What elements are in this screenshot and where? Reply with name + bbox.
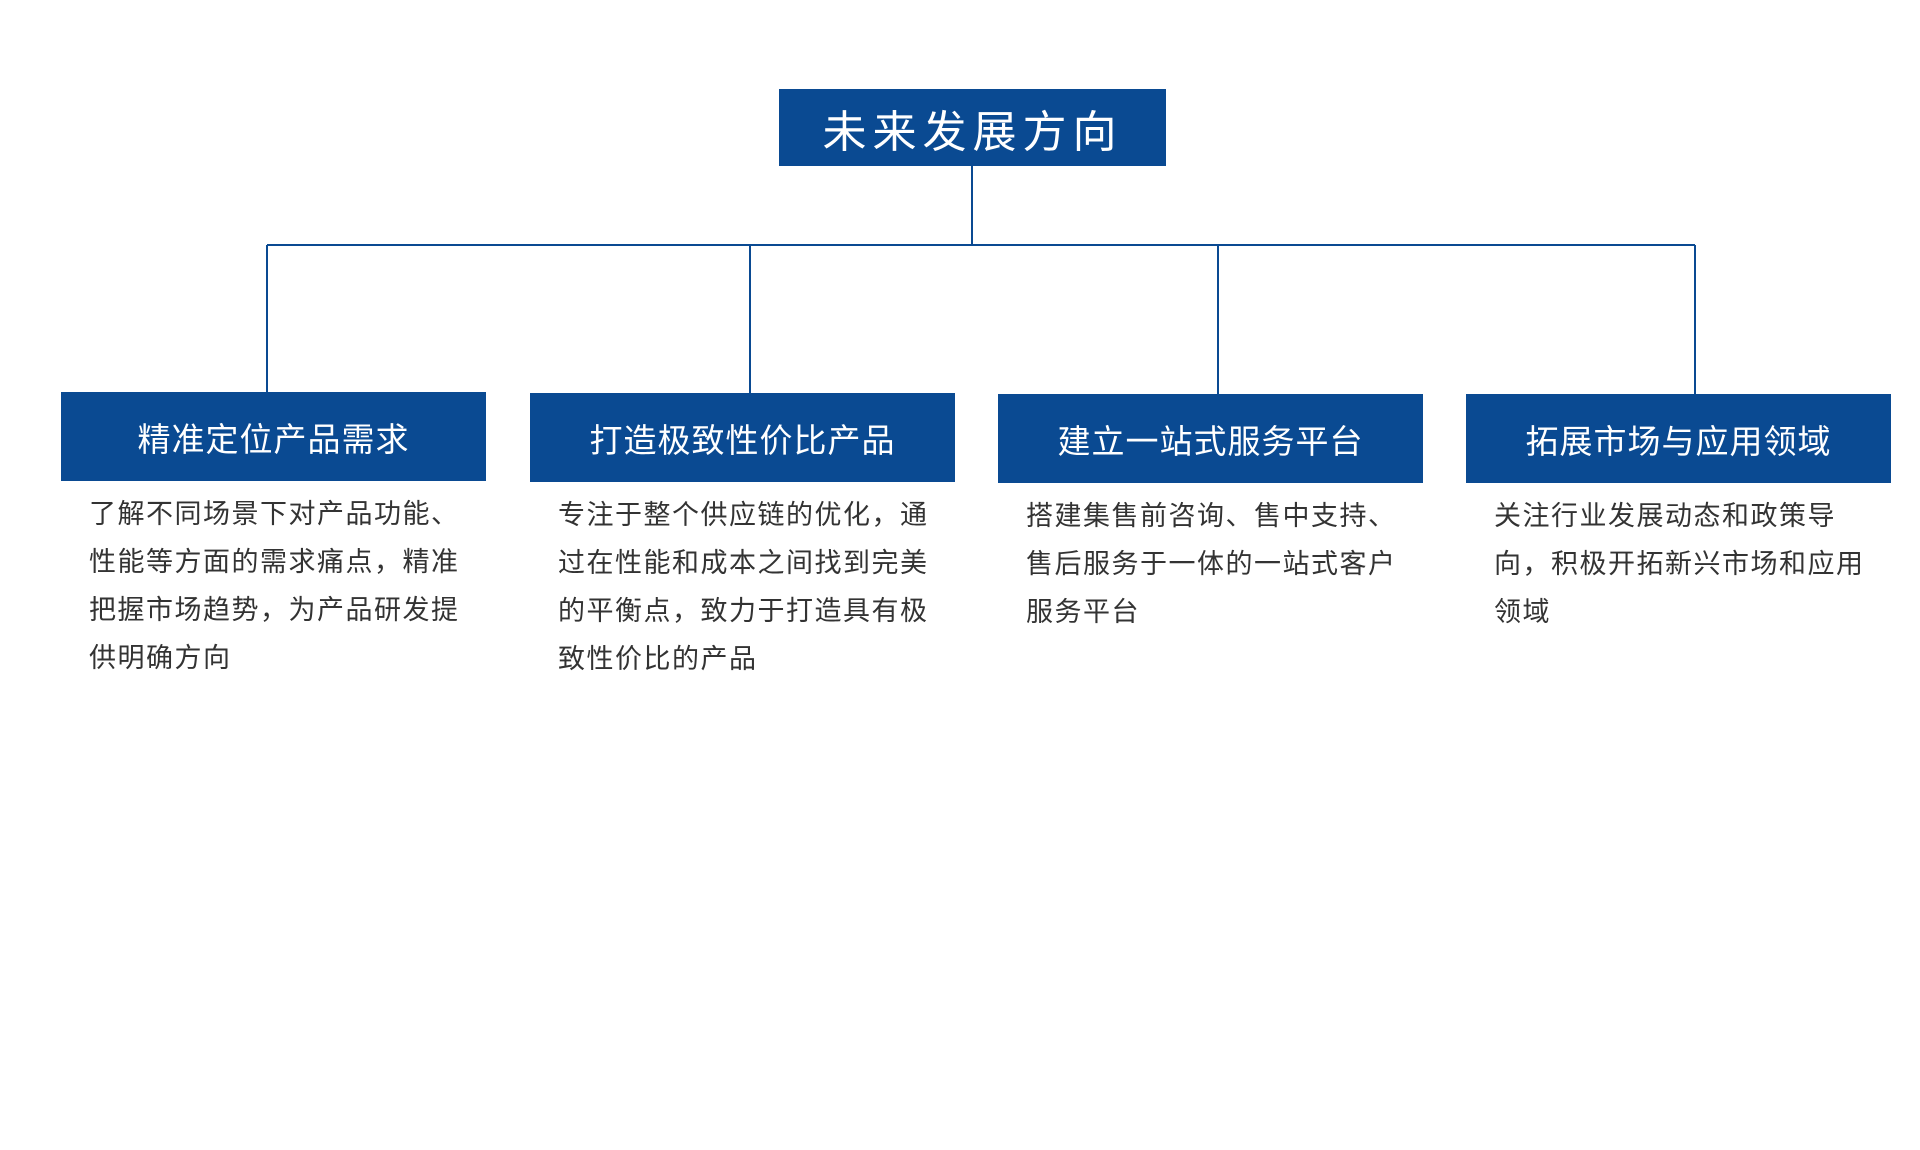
branch-one-stop-service: 建立一站式服务平台 搭建集售前咨询、售中支持、售后服务于一体的一站式客户服务平台 <box>998 394 1423 637</box>
branch-description: 专注于整个供应链的优化，通过在性能和成本之间找到完美的平衡点，致力于打造具有极致… <box>558 500 929 675</box>
branch-title-box: 打造极致性价比产品 <box>530 393 955 482</box>
branch-title: 建立一站式服务平台 <box>1057 421 1364 461</box>
branch-title: 打造极致性价比产品 <box>589 420 896 460</box>
branch-title-box: 精准定位产品需求 <box>61 392 486 481</box>
branch-description: 关注行业发展动态和政策导向，积极开拓新兴市场和应用领域 <box>1494 501 1865 628</box>
branch-title: 精准定位产品需求 <box>137 419 410 459</box>
root-node: 未来发展方向 <box>779 89 1166 166</box>
branch-precise-positioning: 精准定位产品需求 了解不同场景下对产品功能、性能等方面的需求痛点，精准把握市场趋… <box>61 392 486 683</box>
branch-cost-performance: 打造极致性价比产品 专注于整个供应链的优化，通过在性能和成本之间找到完美的平衡点… <box>530 393 955 684</box>
branch-title-box: 建立一站式服务平台 <box>998 394 1423 483</box>
branch-title-box: 拓展市场与应用领域 <box>1466 394 1891 483</box>
branch-description: 了解不同场景下对产品功能、性能等方面的需求痛点，精准把握市场趋势，为产品研发提供… <box>89 499 460 674</box>
root-node-label: 未来发展方向 <box>822 106 1123 158</box>
branch-description: 搭建集售前咨询、售中支持、售后服务于一体的一站式客户服务平台 <box>1026 501 1397 628</box>
branch-market-expansion: 拓展市场与应用领域 关注行业发展动态和政策导向，积极开拓新兴市场和应用领域 <box>1466 394 1891 637</box>
branch-title: 拓展市场与应用领域 <box>1525 421 1832 461</box>
